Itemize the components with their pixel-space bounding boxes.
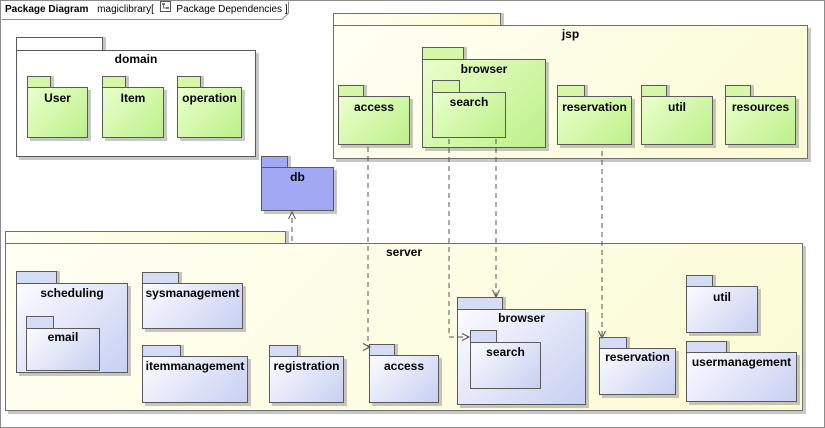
package-title: scheduling: [40, 286, 104, 300]
package-title: browser: [498, 311, 545, 325]
package-item[interactable]: Item: [102, 76, 164, 138]
package-title: util: [713, 290, 731, 304]
package-title: server: [385, 245, 423, 259]
package-title: search: [449, 95, 489, 109]
diagram-icon: [159, 1, 171, 18]
package-db[interactable]: db: [261, 156, 334, 211]
package-jsp-resources[interactable]: resources: [725, 85, 796, 145]
package-title: reservation: [562, 100, 627, 114]
package-server-util[interactable]: util: [686, 275, 758, 333]
package-server-access[interactable]: access: [369, 344, 439, 403]
package-title: operation: [182, 91, 237, 105]
package-title: sysmanagement: [145, 286, 240, 300]
project-name: magiclibrary[: [97, 4, 154, 16]
package-jsp-reservation[interactable]: reservation: [557, 85, 632, 145]
package-usermanagement[interactable]: usermanagement: [686, 341, 797, 402]
package-title: jsp: [561, 27, 580, 41]
frame-header-outline: [1, 1, 289, 20]
package-title: registration: [273, 359, 340, 373]
package-title: email: [47, 330, 79, 344]
package-title: db: [290, 170, 305, 184]
package-operation[interactable]: operation: [177, 76, 242, 138]
package-title: util: [668, 100, 686, 114]
package-itemmanagement[interactable]: itemmanagement: [142, 345, 248, 403]
package-title: reservation: [605, 350, 670, 364]
package-title: Item: [120, 91, 146, 105]
package-user[interactable]: User: [27, 76, 88, 138]
package-title: User: [44, 91, 71, 105]
package-jsp-access[interactable]: access: [338, 85, 410, 145]
package-jsp-search[interactable]: search: [432, 80, 506, 138]
package-jsp-util[interactable]: util: [641, 85, 713, 145]
package-title: domain: [114, 52, 158, 66]
package-registration[interactable]: registration: [269, 345, 344, 403]
package-email[interactable]: email: [26, 316, 100, 371]
package-title: search: [486, 345, 525, 359]
package-title: usermanagement: [691, 355, 792, 369]
package-title: resources: [731, 100, 790, 114]
package-sysmanagement[interactable]: sysmanagement: [142, 272, 243, 329]
diagram-frame-header: Package Diagram magiclibrary[ Package De…: [1, 1, 294, 20]
package-server-reservation[interactable]: reservation: [599, 337, 676, 395]
package-title: itemmanagement: [145, 359, 245, 373]
package-server-search[interactable]: search: [470, 330, 541, 389]
frame-close-bracket: ]: [284, 4, 288, 16]
diagram-type-label: Package Diagram: [5, 4, 89, 16]
diagram-name: Package Dependencies: [176, 4, 283, 16]
package-title: browser: [460, 62, 508, 76]
package-title: access: [383, 359, 425, 373]
package-title: access: [353, 100, 395, 114]
